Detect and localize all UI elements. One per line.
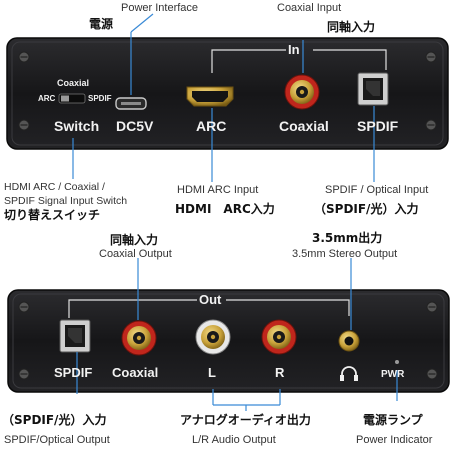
power-lamp-jp-label: 電源ランプ [363, 413, 423, 427]
in-bracket [211, 49, 387, 73]
l-label: L [208, 365, 216, 380]
headphone-icon [340, 366, 358, 381]
spdif-out-label: SPDIF [54, 365, 93, 380]
hdmi-input-label: HDMI ARC Input [177, 184, 259, 196]
arc-label: ARC [196, 118, 227, 134]
hdmi-port-icon [186, 86, 234, 107]
coaxial-label: Coaxial [279, 118, 329, 134]
coaxial-input-jp-label: 同軸入力 [327, 20, 376, 34]
stereo-output-label: 3.5mm Stereo Output [292, 248, 398, 260]
r-label: R [275, 365, 285, 380]
power-led-icon [395, 360, 399, 364]
spdif-input-port-icon [357, 72, 389, 106]
power-jp-label: 電源 [89, 17, 114, 31]
in-label: In [288, 42, 300, 57]
out-bracket [68, 299, 350, 318]
pwr-label: PWR [381, 369, 405, 380]
screw-icon [18, 51, 437, 131]
switch-desc-line2: SPDIF Signal Input Switch [4, 195, 128, 207]
coaxial-output-jack-icon [121, 320, 157, 356]
switch-label: Switch [54, 118, 100, 134]
power-indicator-label: Power Indicator [356, 434, 433, 446]
stereo-jp-label: 3.5mm出力 [312, 231, 383, 245]
coaxial-output-jp-label: 同軸入力 [110, 233, 159, 247]
spdif-input-jp-label: （SPDIF/光）入力 [314, 202, 419, 216]
coaxial-output-label: Coaxial Output [99, 248, 172, 260]
stereo-jack-icon [338, 330, 360, 352]
spdif-output-label: SPDIF/Optical Output [4, 434, 110, 446]
switch-desc-line1: HDMI ARC / Coaxial / [4, 181, 105, 193]
spdif-label: SPDIF [357, 118, 399, 134]
callout-lines [72, 13, 398, 411]
lr-output-label: L/R Audio Output [192, 434, 276, 446]
switch-icon [58, 93, 86, 104]
analog-jp-label: アナログオーディオ出力 [180, 413, 311, 427]
switch-pos-coaxial: Coaxial [57, 78, 90, 88]
out-label: Out [199, 292, 222, 307]
coaxial-input-label: Coaxial Input [277, 2, 342, 14]
spdif-input-label: SPDIF / Optical Input [325, 184, 429, 196]
spdif-output-port-icon [59, 319, 91, 353]
switch-desc-jp: 切り替えスイッチ [4, 208, 101, 222]
dc-port-icon [115, 97, 147, 110]
power-interface-label: Power Interface [121, 2, 199, 14]
right-audio-jack-icon [261, 319, 297, 355]
dc-label: DC5V [116, 118, 154, 134]
screw-icon [18, 301, 438, 380]
switch-pos-spdif: SPDIF [88, 94, 112, 103]
coaxial-input-jack-icon [284, 74, 320, 110]
coaxial-out-label: Coaxial [112, 365, 159, 380]
switch-pos-arc: ARC [38, 94, 56, 103]
spdif-output-jp-label: （SPDIF/光）入力 [2, 413, 107, 427]
hdmi-input-jp-label: HDMI ARC入力 [175, 202, 275, 216]
left-audio-jack-icon [195, 319, 231, 355]
